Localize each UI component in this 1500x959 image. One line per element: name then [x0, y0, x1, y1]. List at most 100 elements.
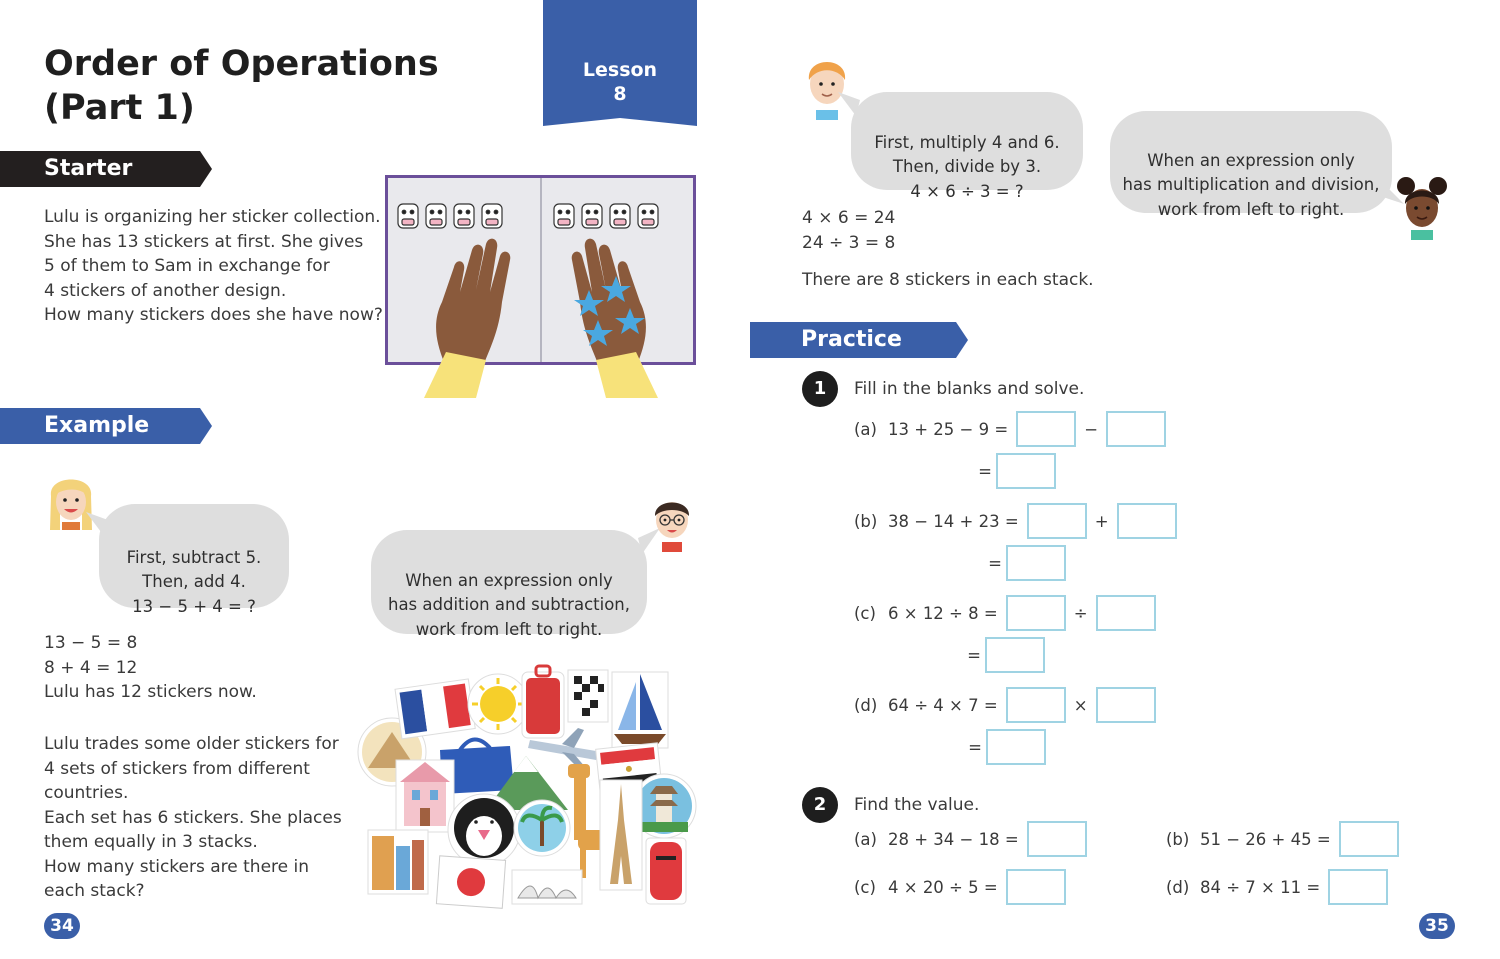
answer-box[interactable]: [986, 729, 1046, 765]
palm-sticker-icon: [513, 799, 571, 857]
part-label: (d): [854, 695, 878, 715]
right-bubble-boy: First, multiply 4 and 6. Then, divide by…: [851, 92, 1083, 201]
sticker-collage: [357, 664, 697, 909]
right-answer: There are 8 stickers in each stack.: [802, 270, 1094, 290]
answer-box[interactable]: [1338, 821, 1399, 857]
starter-text: Lulu is organizing her sticker collectio…: [44, 207, 383, 325]
lesson-tab: [543, 0, 697, 126]
buildings-sticker-icon: [367, 829, 429, 895]
q2c-row: (c) 4 × 20 ÷ 5 =: [854, 868, 1066, 906]
part-label: (b): [854, 511, 878, 531]
example-solution: 13 − 5 = 8 8 + 4 = 12 Lulu has 12 sticke…: [44, 633, 257, 702]
cow-sticker-icon: [397, 203, 419, 229]
sailboat-icon: [611, 671, 669, 749]
expression: 38 − 14 + 23 =: [888, 511, 1019, 531]
bubble-tail: [638, 528, 660, 554]
q1b-row: (b) 38 − 14 + 23 = +: [854, 502, 1177, 540]
bubble-text: First, subtract 5. Then, add 4. 13 − 5 +…: [126, 547, 262, 616]
example-banner: Example: [0, 408, 212, 444]
book-hands-illustration: [385, 175, 696, 398]
answer-box[interactable]: [996, 453, 1056, 489]
equals-sign: =: [988, 553, 1002, 573]
answer-box[interactable]: [1026, 503, 1087, 539]
equals-sign: =: [978, 461, 992, 481]
answer-box[interactable]: [1005, 687, 1066, 723]
part-label: (d): [1166, 877, 1190, 897]
q1a-result-row: =: [974, 452, 1056, 490]
suitcase-icon: [521, 664, 565, 739]
answer-box[interactable]: [1095, 687, 1156, 723]
answer-box[interactable]: [1026, 821, 1087, 857]
girl-face-icon: [50, 479, 92, 530]
q1c-row: (c) 6 × 12 ÷ 8 = ÷: [854, 594, 1156, 632]
lesson-number: Lesson 8: [582, 59, 658, 105]
page-number-left: 34: [44, 913, 80, 939]
q1d-result-row: =: [964, 728, 1046, 766]
right-solution: 4 × 6 = 24 24 ÷ 3 = 8: [802, 208, 896, 253]
eiffel-tower-icon: [599, 779, 643, 891]
sun-sticker-icon: [467, 673, 529, 735]
answer-box[interactable]: [1116, 503, 1177, 539]
expression: 84 ÷ 7 × 11 =: [1200, 877, 1321, 897]
example-bubble-girl: First, subtract 5. Then, add 4. 13 − 5 +…: [99, 504, 289, 616]
mailbox-icon: [645, 837, 687, 905]
pagoda-icon: [631, 773, 697, 839]
opera-house-icon: [511, 869, 583, 905]
bubble-tail: [838, 92, 860, 116]
house-sticker-icon: [395, 759, 455, 833]
question-1-instruction: Fill in the blanks and solve.: [854, 379, 1085, 399]
practice-heading: Practice: [801, 327, 902, 352]
q1c-result-row: =: [963, 636, 1045, 674]
flag-france-icon: [394, 678, 476, 740]
hand-icon: [424, 238, 511, 398]
q1d-row: (d) 64 ÷ 4 × 7 = ×: [854, 686, 1156, 724]
starter-heading: Starter: [44, 156, 133, 181]
answer-box[interactable]: [1328, 869, 1389, 905]
q1a-row: (a) 13 + 25 − 9 = −: [854, 410, 1167, 448]
expression: 6 × 12 ÷ 8 =: [888, 603, 998, 623]
expression: 13 + 25 − 9 =: [888, 419, 1009, 439]
practice-banner: Practice: [750, 322, 968, 358]
penguin-icon: [447, 793, 521, 867]
bubble-tail: [1380, 180, 1404, 204]
expression: 51 − 26 + 45 =: [1200, 829, 1331, 849]
right-bubble-girl: When an expression only has multiplicati…: [1110, 111, 1392, 219]
operator: ×: [1073, 695, 1088, 715]
flag-japan-icon: [435, 855, 507, 909]
pixel-art-sticker-icon: [567, 669, 609, 723]
part-label: (a): [854, 829, 877, 849]
cow-sticker-icon: [481, 203, 503, 229]
equals-sign: =: [967, 645, 981, 665]
answer-box[interactable]: [1005, 869, 1066, 905]
cow-sticker-icon: [553, 203, 575, 229]
q2d-row: (d) 84 ÷ 7 × 11 =: [1166, 868, 1389, 906]
star-sticker-icon: [574, 276, 645, 346]
bubble-text: When an expression only has addition and…: [387, 570, 630, 639]
answer-box[interactable]: [985, 637, 1045, 673]
q2a-row: (a) 28 + 34 − 18 =: [854, 820, 1087, 858]
answer-box[interactable]: [1095, 595, 1156, 631]
question-2-instruction: Find the value.: [854, 795, 980, 815]
cow-sticker-icon: [609, 203, 631, 229]
mountain-sticker-icon: [486, 756, 568, 810]
bubble-tail: [86, 512, 108, 536]
part-label: (c): [854, 877, 876, 897]
answer-box[interactable]: [1016, 411, 1077, 447]
operator: −: [1084, 419, 1099, 439]
question-number-1: 1: [802, 371, 838, 407]
q1b-result-row: =: [984, 544, 1066, 582]
question-number-2: 2: [802, 787, 838, 823]
answer-box[interactable]: [1106, 411, 1167, 447]
answer-box[interactable]: [1005, 595, 1066, 631]
answer-box[interactable]: [1006, 545, 1066, 581]
girl-face-icon: [1397, 177, 1447, 240]
operator: +: [1094, 511, 1109, 531]
boy-face-icon: [654, 502, 690, 552]
equals-sign: =: [968, 737, 982, 757]
part-label: (a): [854, 419, 877, 439]
part-label: (b): [1166, 829, 1190, 849]
hand-icon: [571, 238, 658, 398]
example-bubble-boy: When an expression only has addition and…: [371, 530, 647, 639]
boy-face-icon: [808, 62, 846, 120]
starter-banner: Starter: [0, 151, 212, 187]
